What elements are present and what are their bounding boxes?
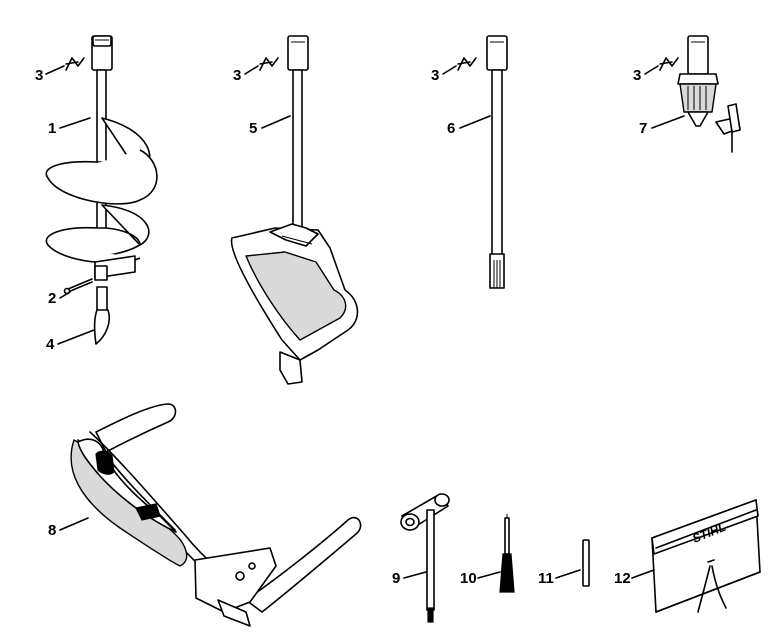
leader-lines <box>45 65 685 579</box>
label-4: 4 <box>46 336 55 353</box>
part-4-cutter-tip <box>93 286 111 345</box>
part-1-auger-bit <box>45 35 158 281</box>
part-9-combination-wrench <box>400 493 450 623</box>
part-3-spring-clip-c <box>457 57 477 71</box>
part-3-spring-clip-a <box>65 57 85 71</box>
part-8-handlebar <box>70 403 362 627</box>
label-3d: 3 <box>633 67 641 84</box>
label-10: 10 <box>460 570 477 587</box>
part-3-spring-clip-b <box>259 57 279 71</box>
label-8: 8 <box>48 522 56 539</box>
part-12-tool-pouch: STIHL <box>651 499 761 613</box>
label-9: 9 <box>392 570 400 587</box>
label-6: 6 <box>447 120 455 137</box>
part-2-pin <box>63 278 93 295</box>
part-10-screwdriver <box>499 514 515 593</box>
label-5: 5 <box>249 120 257 137</box>
part-3-spring-clip-d <box>659 57 679 71</box>
part-7-chuck-key <box>715 103 741 153</box>
label-3c: 3 <box>431 67 439 84</box>
label-3b: 3 <box>233 67 241 84</box>
label-7: 7 <box>639 120 647 137</box>
part-6-extension-shaft <box>486 35 508 289</box>
part-11-rod <box>582 539 590 587</box>
label-1: 1 <box>48 120 56 137</box>
label-12: 12 <box>614 570 631 587</box>
label-11: 11 <box>538 570 554 587</box>
label-2: 2 <box>48 290 56 307</box>
label-3a: 3 <box>35 67 43 84</box>
part-5-scoop-attachment <box>230 35 359 385</box>
part-7-drill-chuck <box>677 35 719 127</box>
